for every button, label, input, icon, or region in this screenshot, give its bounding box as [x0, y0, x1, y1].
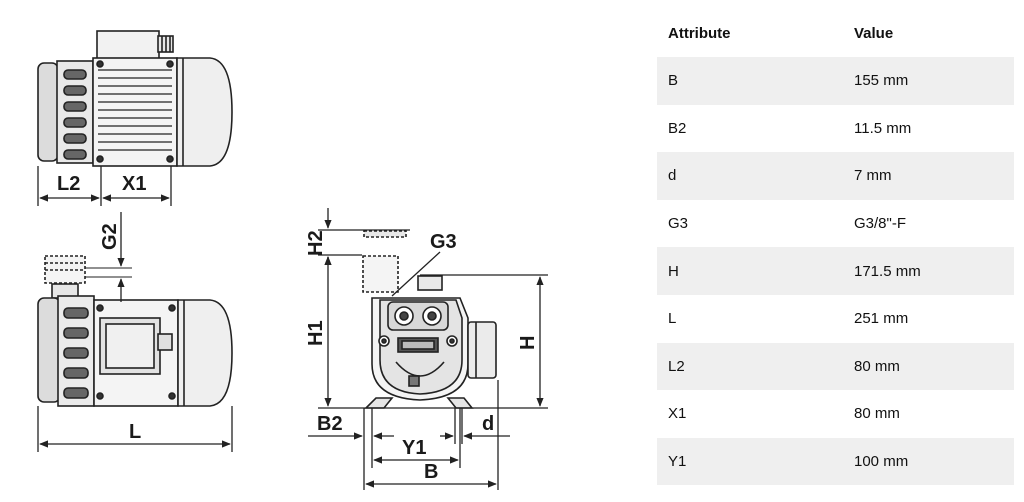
side-view	[37, 255, 233, 407]
cell-value: 80 mm	[843, 342, 1014, 391]
table-header-row: Attribute Value	[657, 10, 1014, 57]
cell-value: G3/8"-F	[843, 199, 1014, 248]
label-d: d	[482, 413, 494, 435]
dim-top-view	[37, 166, 172, 206]
table-row: H 171.5 mm	[657, 247, 1014, 295]
cell-attribute: L	[657, 294, 843, 343]
cell-value: 80 mm	[843, 390, 1014, 438]
cell-value: 100 mm	[843, 437, 1014, 486]
cell-attribute: B2	[657, 104, 843, 153]
cell-value: 7 mm	[843, 152, 1014, 200]
label-G3: G3	[430, 231, 457, 253]
label-B2: B2	[317, 413, 343, 435]
technical-drawing: L2 X1	[37, 30, 548, 490]
cell-attribute: B	[657, 57, 843, 105]
label-L2: L2	[57, 173, 80, 195]
table-row: X1 80 mm	[657, 390, 1014, 438]
table-row: B 155 mm	[657, 57, 1014, 105]
cell-value: 11.5 mm	[843, 104, 1014, 153]
top-view	[37, 30, 233, 167]
cell-attribute: Y1	[657, 437, 843, 486]
dim-side-view	[37, 212, 233, 452]
table-row: L2 80 mm	[657, 342, 1014, 391]
table-row: G3 G3/8"-F	[657, 199, 1014, 248]
cell-attribute: d	[657, 152, 843, 200]
label-H: H	[517, 336, 539, 350]
cell-attribute: L2	[657, 342, 843, 391]
cell-attribute: X1	[657, 390, 843, 438]
label-H1: H1	[305, 320, 327, 346]
label-H2: H2	[305, 230, 327, 256]
header-value: Value	[843, 10, 1014, 57]
header-attribute: Attribute	[657, 10, 843, 57]
label-Y1: Y1	[402, 437, 426, 459]
table-row: d 7 mm	[657, 152, 1014, 200]
dim-front-view	[308, 208, 548, 490]
table-row: L 251 mm	[657, 294, 1014, 343]
front-view	[362, 230, 497, 409]
cell-attribute: G3	[657, 199, 843, 248]
label-B: B	[424, 461, 438, 483]
label-L: L	[129, 421, 141, 443]
cell-value: 155 mm	[843, 57, 1014, 105]
table-row: Y1 100 mm	[657, 437, 1014, 486]
cell-value: 171.5 mm	[843, 247, 1014, 295]
cell-value: 251 mm	[843, 294, 1014, 343]
label-G2: G2	[99, 223, 121, 250]
table-row: B2 11.5 mm	[657, 104, 1014, 153]
spec-table: Attribute Value B 155 mm B2 11.5 mm d 7 …	[657, 10, 1014, 486]
cell-attribute: H	[657, 247, 843, 295]
label-X1: X1	[122, 173, 146, 195]
